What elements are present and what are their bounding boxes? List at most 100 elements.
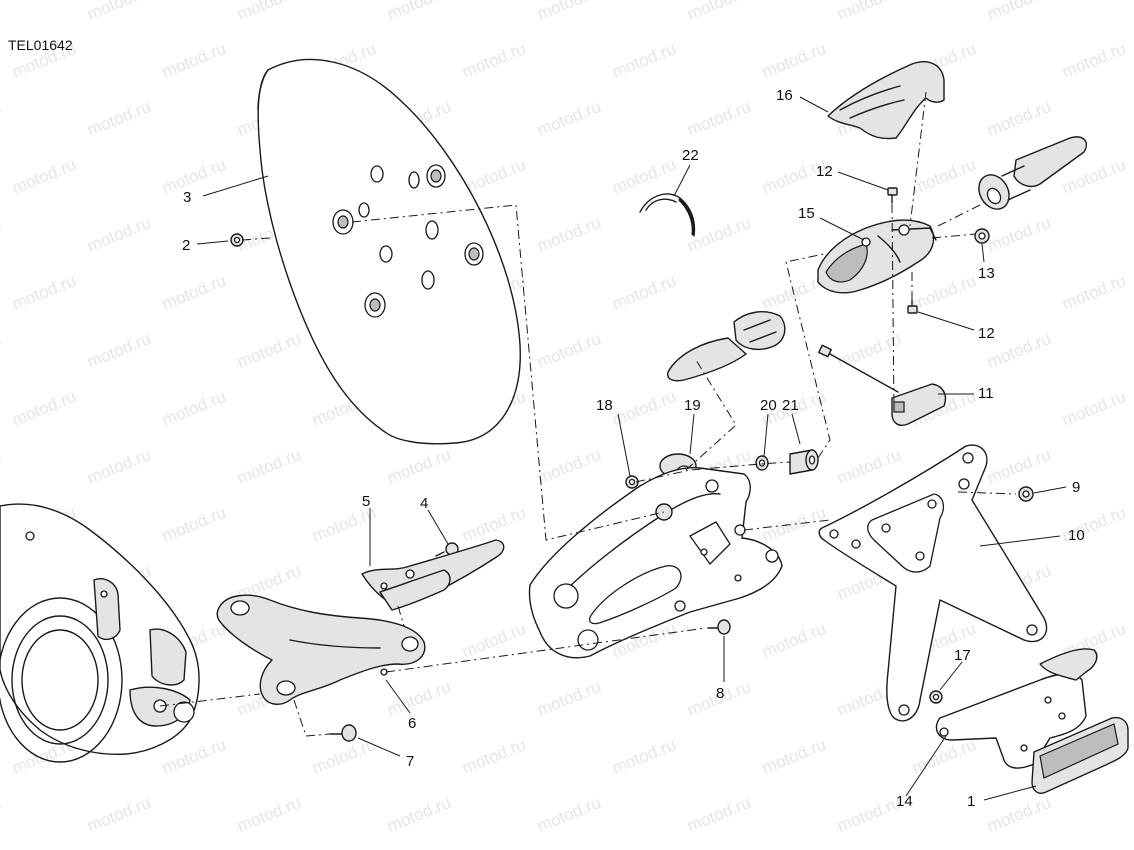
callout-7: 7	[406, 753, 414, 770]
watermark-text: motod.ru	[609, 155, 678, 198]
watermark-text: motod.ru	[234, 0, 303, 24]
frame-housing	[0, 503, 200, 763]
part-11-plate-light	[818, 344, 947, 426]
turn-indicator-left	[667, 311, 786, 382]
watermark-text: motod.ru	[984, 793, 1053, 836]
watermark-text: motod.ru	[9, 155, 78, 198]
watermark-text: motod.ru	[1059, 39, 1128, 82]
watermark-text: motod.ru	[609, 271, 678, 314]
watermark-text: motod.ru	[159, 387, 228, 430]
callout-11: 11	[978, 385, 994, 402]
callout-1: 1	[967, 793, 975, 810]
callout-14: 14	[896, 793, 913, 810]
watermark-text: motod.ru	[609, 735, 678, 778]
watermark-text: motod.ru	[459, 39, 528, 82]
watermark-text: motod.ru	[684, 793, 753, 836]
turn-indicator-right	[978, 136, 1088, 210]
drawing-code: TEL01642	[8, 37, 73, 53]
watermark-text: motod.ru	[759, 503, 828, 546]
part-3-panel	[257, 58, 521, 445]
watermark-text: motod.ru	[84, 329, 153, 372]
watermark-text: motod.ru	[609, 39, 678, 82]
callout-21: 21	[782, 397, 799, 414]
watermark-text: motod.ru	[84, 445, 153, 488]
watermark-text: motod.ru	[534, 445, 603, 488]
callout-22: 22	[682, 147, 699, 164]
watermark-text: motod.ru	[534, 0, 603, 24]
watermark-text: motod.ru	[84, 97, 153, 140]
watermark-text: motod.ru	[384, 0, 453, 24]
callout-17: 17	[954, 647, 971, 664]
watermark-text: motod.ru	[309, 735, 378, 778]
watermark-text: motod.ru	[384, 445, 453, 488]
part-20-washer	[755, 455, 769, 471]
callout-8: 8	[716, 685, 724, 702]
callout-20: 20	[760, 397, 777, 414]
watermark-text: motod.ru	[234, 793, 303, 836]
watermark-text: motod.ru	[0, 329, 4, 372]
watermark-text: motod.ru	[159, 735, 228, 778]
watermark-text: motod.ru	[1059, 271, 1128, 314]
watermark-text: motod.ru	[0, 213, 4, 256]
part-5-bracket	[361, 539, 505, 611]
part-17-bolt	[929, 690, 943, 704]
watermark-text: motod.ru	[984, 445, 1053, 488]
part-15-housing	[817, 219, 937, 294]
watermark-text: motod.ru	[684, 0, 753, 24]
watermark-text: motod.ru	[834, 793, 903, 836]
watermark-text: motod.ru	[0, 97, 4, 140]
watermark-text: motod.ru	[534, 213, 603, 256]
watermark-text: motod.ru	[0, 0, 4, 24]
part-14-plate-bracket	[935, 648, 1098, 769]
watermark-text: motod.ru	[84, 0, 153, 24]
watermark-text: motod.ru	[834, 0, 903, 24]
watermark-text: motod.ru	[759, 619, 828, 662]
watermark-text: motod.ru	[984, 0, 1053, 24]
part-21-spacer	[789, 449, 819, 475]
watermark-text: motod.ru	[984, 213, 1053, 256]
watermark-text: motod.ru	[384, 793, 453, 836]
part-16-cover	[827, 61, 945, 140]
callout-19: 19	[684, 397, 701, 414]
callout-3: 3	[183, 189, 191, 206]
watermark-text: motod.ru	[534, 677, 603, 720]
callout-4: 4	[420, 495, 428, 512]
watermark-text: motod.ru	[684, 97, 753, 140]
watermark-text: motod.ru	[0, 793, 4, 836]
watermark-text: motod.ru	[459, 735, 528, 778]
part-9-nut	[1018, 486, 1034, 502]
watermark-text: motod.ru	[159, 271, 228, 314]
part-1-reflector	[1031, 716, 1129, 794]
part-2-nut	[230, 233, 244, 247]
watermark-text: motod.ru	[459, 503, 528, 546]
callout-13: 13	[978, 265, 995, 282]
leader-lines	[196, 96, 1067, 801]
part-7-bolt	[329, 724, 357, 742]
watermark-text: motod.ru	[909, 735, 978, 778]
watermark-text: motod.ru	[384, 677, 453, 720]
watermark-text: motod.ru	[9, 271, 78, 314]
watermark-text: motod.ru	[909, 155, 978, 198]
part-13-nut	[974, 228, 990, 244]
watermark-text: motod.ru	[159, 39, 228, 82]
callout-6: 6	[408, 715, 416, 732]
part-8-bolt	[707, 619, 731, 635]
watermark-text: motod.ru	[534, 329, 603, 372]
callout-15: 15	[798, 205, 815, 222]
watermark-text: motod.ru	[234, 445, 303, 488]
watermark-text: motod.ru	[459, 619, 528, 662]
watermark-text: motod.ru	[834, 445, 903, 488]
callout-16: 16	[776, 87, 793, 104]
watermark-text: motod.ru	[9, 387, 78, 430]
callouts: 1 2 3 4 5 6 7 8 9 10 11 12 12 13 14 15 1…	[182, 87, 1085, 810]
watermark-text: motod.ru	[0, 445, 4, 488]
watermark-text: motod.ru	[759, 39, 828, 82]
watermark-text: motod.ru	[534, 97, 603, 140]
watermark-text: motod.ru	[84, 793, 153, 836]
part-12-screw-lower	[907, 299, 918, 314]
part-10-plate-holder	[818, 444, 1048, 722]
assembly-lines	[159, 91, 1017, 737]
callout-9: 9	[1072, 479, 1080, 496]
